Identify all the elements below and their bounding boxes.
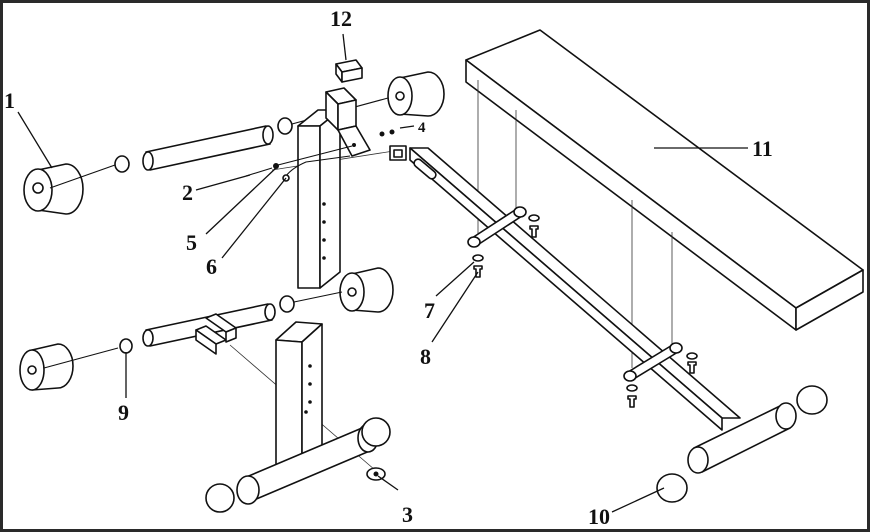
label-part-11: 11 bbox=[752, 136, 773, 161]
label-part-8: 8 bbox=[420, 344, 431, 369]
label-part-12: 12 bbox=[330, 6, 352, 31]
label-part-6: 6 bbox=[206, 254, 217, 279]
label-part-2: 2 bbox=[182, 180, 193, 205]
upper-left-roller-pad bbox=[23, 163, 84, 215]
u-bracket bbox=[195, 313, 237, 355]
part-labels: 1 2 3 4 5 6 7 8 9 10 11 12 bbox=[4, 6, 773, 529]
frame-cross-tube-lower bbox=[623, 342, 683, 382]
label-part-9: 9 bbox=[118, 400, 129, 425]
leader-lines bbox=[17, 33, 748, 513]
label-part-10: 10 bbox=[588, 504, 610, 529]
label-part-4: 4 bbox=[418, 120, 426, 136]
lower-axle-line bbox=[43, 291, 343, 369]
frame-bolts bbox=[472, 214, 698, 408]
bench-pad bbox=[465, 29, 864, 331]
main-frame-rail bbox=[409, 147, 741, 431]
upper-right-roller-pad bbox=[387, 71, 445, 117]
label-part-5: 5 bbox=[186, 230, 197, 255]
lower-roller-tube bbox=[119, 295, 295, 354]
upper-upright-post bbox=[297, 87, 371, 289]
end-cap bbox=[335, 59, 363, 83]
label-part-3: 3 bbox=[402, 502, 413, 527]
front-foot-tube bbox=[205, 417, 391, 513]
label-part-1: 1 bbox=[4, 88, 15, 113]
lower-left-roller-pad bbox=[19, 343, 74, 391]
knob-3 bbox=[366, 467, 386, 481]
rear-foot-tube bbox=[656, 385, 828, 503]
front-leg-upright bbox=[275, 321, 323, 471]
label-part-7: 7 bbox=[424, 298, 435, 323]
frame-bracket bbox=[389, 145, 407, 161]
lower-right-roller-pad bbox=[339, 267, 394, 313]
frame-cross-tube-upper bbox=[467, 206, 527, 248]
upper-roller-tube bbox=[114, 117, 293, 173]
